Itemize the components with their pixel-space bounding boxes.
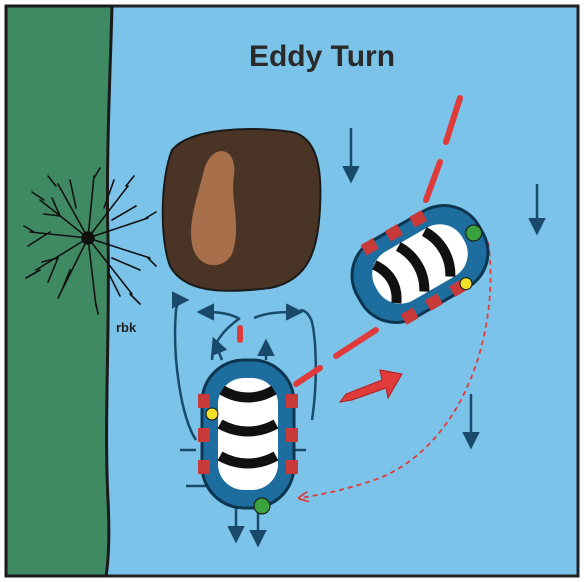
boulder <box>163 129 321 291</box>
diagram-title: Eddy Turn <box>249 40 395 73</box>
bank-label: rbk <box>116 320 137 335</box>
raft-in-eddy <box>198 360 298 514</box>
river-bank <box>6 6 112 576</box>
